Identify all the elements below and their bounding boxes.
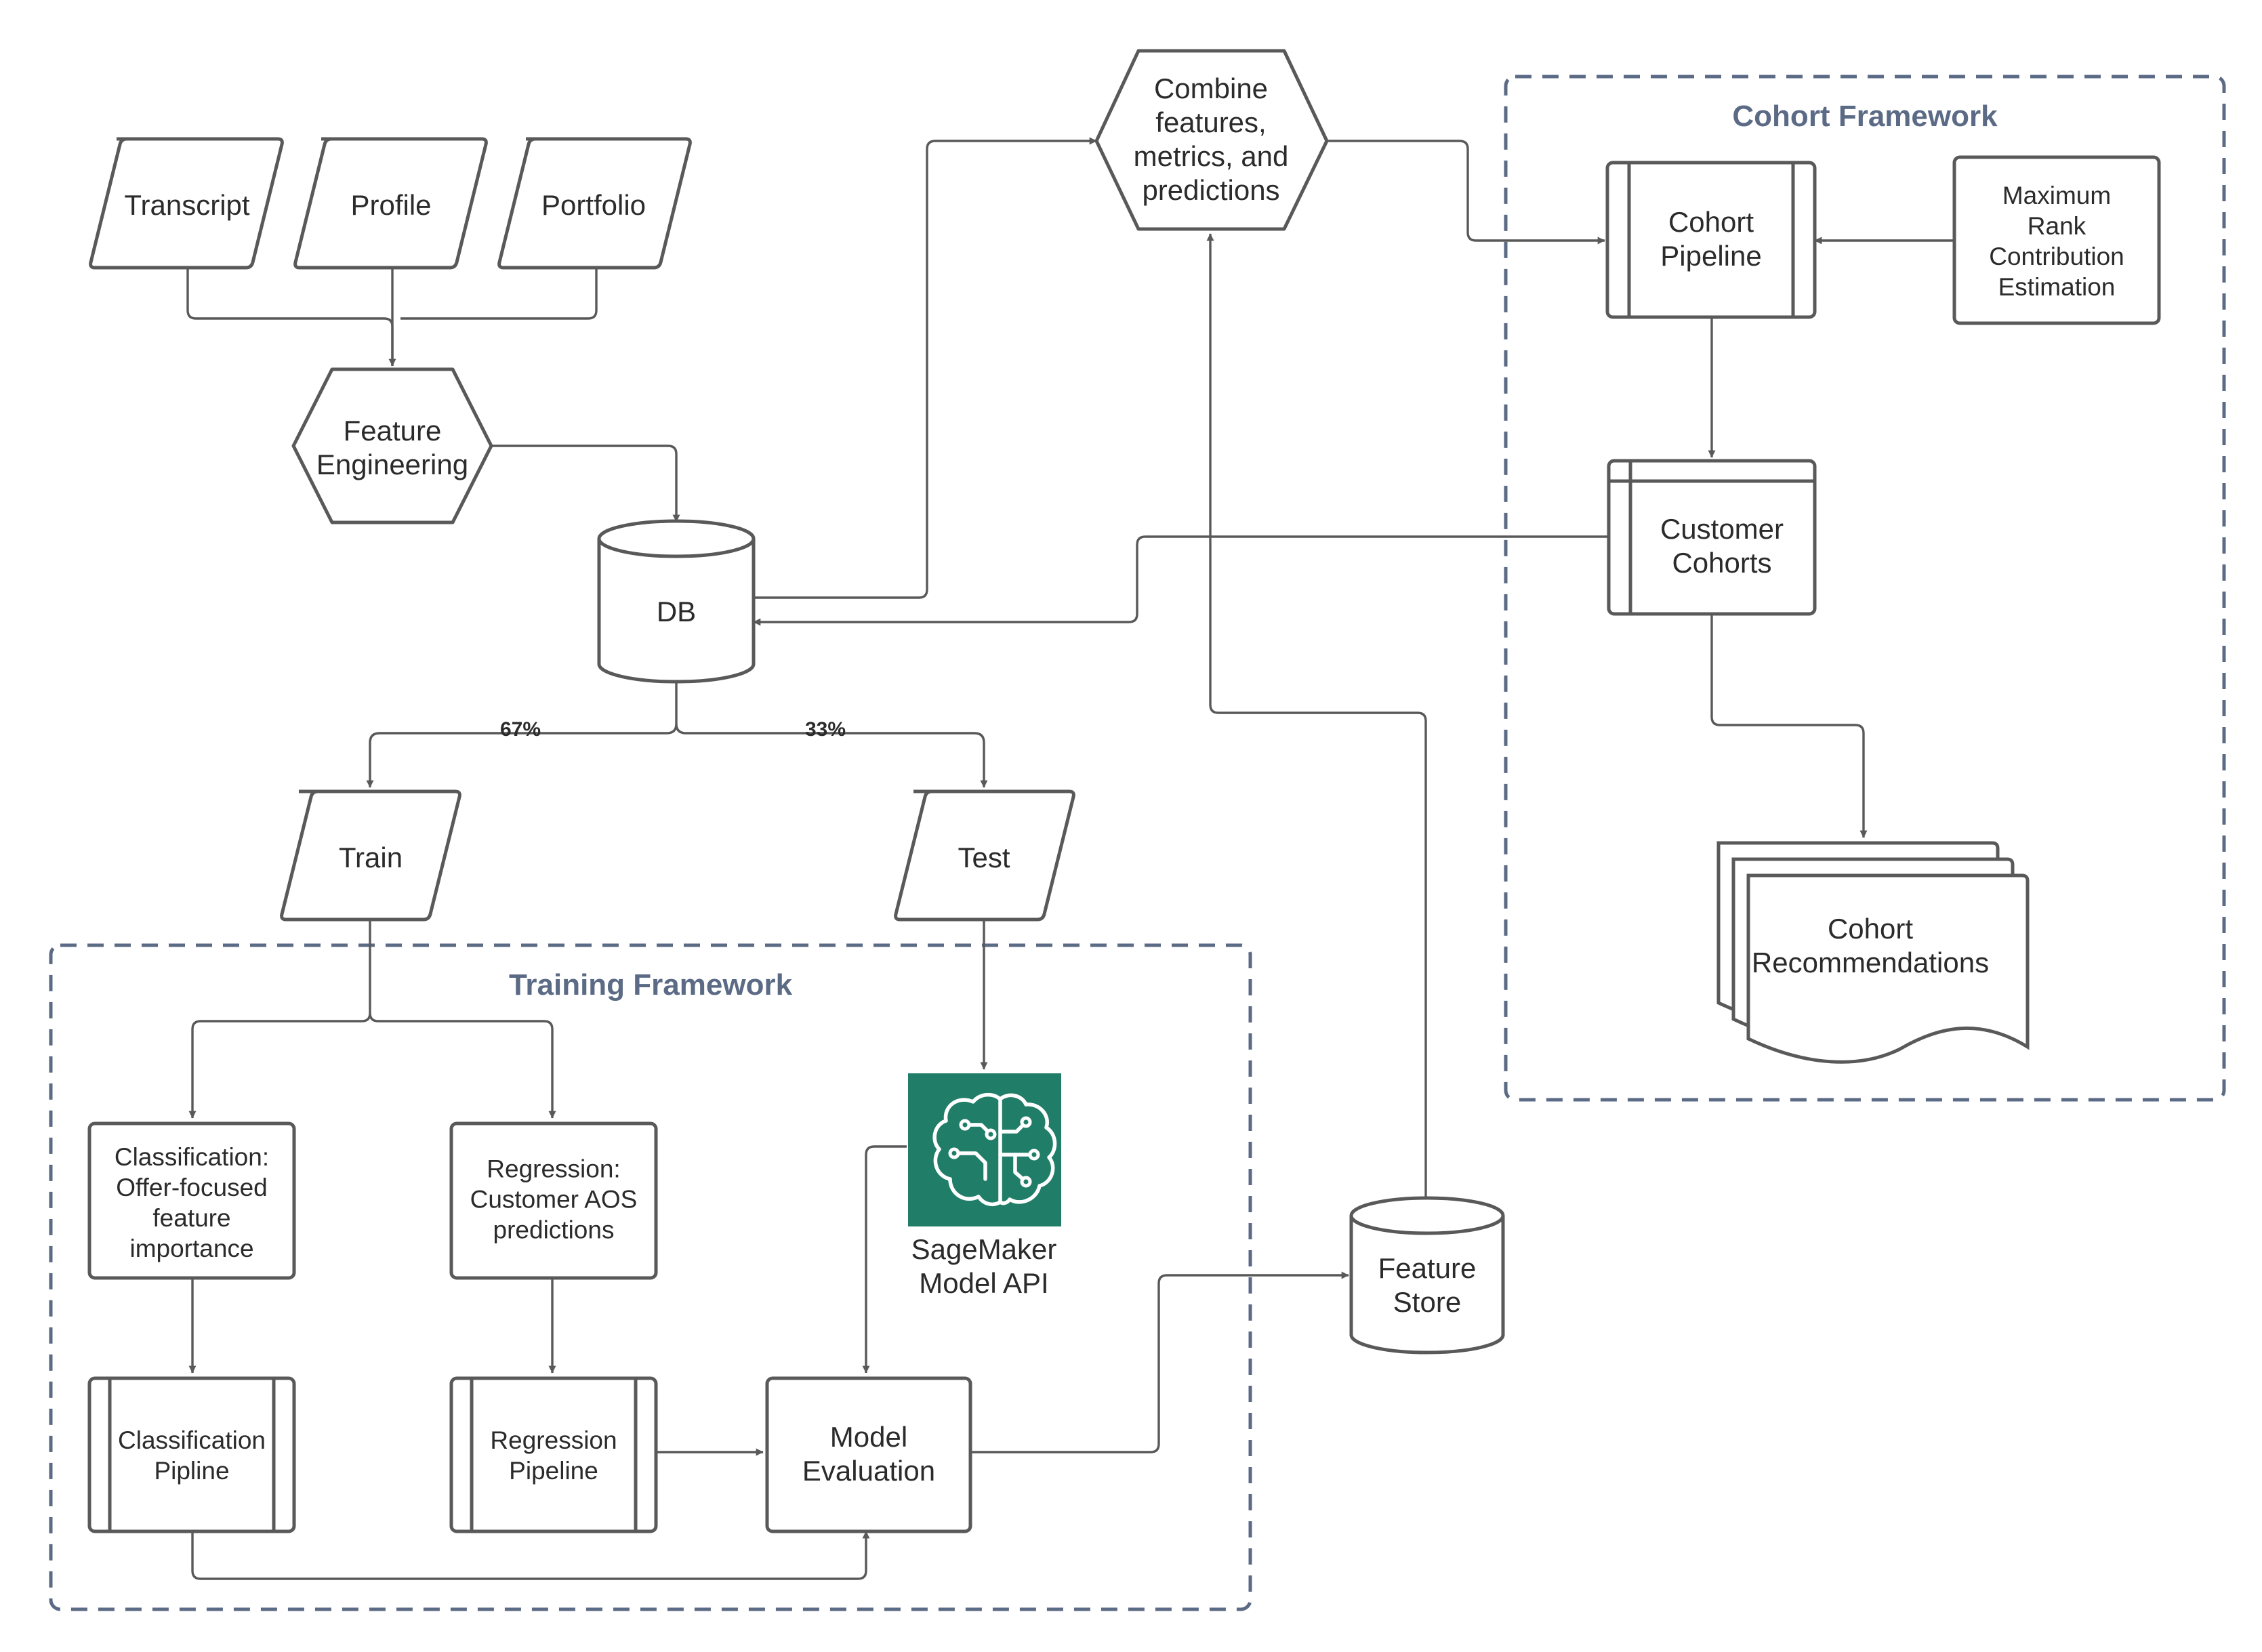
- regression-label: Regression: Customer AOS predictions: [470, 1155, 638, 1243]
- training-framework-frame: [49, 943, 1252, 1611]
- combine-label-line: Combine: [1154, 73, 1268, 104]
- edge-label-33: 33%: [805, 718, 846, 741]
- edge-feature-store-to-combine: [1206, 233, 1427, 1198]
- feature-store-label-line: Feature: [1378, 1252, 1477, 1284]
- max-rank-label-line: Contribution: [1989, 243, 2124, 270]
- test-label: Test: [958, 842, 1010, 873]
- cohort-framework-title: Cohort Framework: [1732, 100, 1998, 133]
- sagemaker-label-line: Model API: [919, 1267, 1048, 1299]
- cohort-recommendations-label-line: Recommendations: [1752, 947, 1989, 978]
- regression-label-line: Customer AOS: [470, 1185, 638, 1213]
- edge-db-to-test: [675, 723, 988, 788]
- profile-node[interactable]: Profile: [293, 137, 488, 270]
- sagemaker-label-line: SageMaker: [911, 1233, 1057, 1265]
- test-node[interactable]: Test: [894, 789, 1075, 922]
- db-node[interactable]: DB: [597, 519, 756, 684]
- edges: [186, 137, 1953, 1580]
- regression-node[interactable]: Regression: Customer AOS predictions: [449, 1121, 658, 1280]
- profile-label: Profile: [350, 189, 431, 221]
- classification-pipeline-label-line: Classification: [118, 1426, 266, 1454]
- classification-label-line: Offer-focused: [116, 1174, 267, 1201]
- classification-label-line: feature: [152, 1204, 230, 1232]
- portfolio-label: Portfolio: [541, 189, 646, 221]
- classification-label-line: Classification:: [115, 1143, 269, 1171]
- db-label: DB: [657, 596, 696, 627]
- edge-sagemaker-to-evaluation: [862, 1145, 907, 1374]
- profile-label-line: Profile: [350, 189, 431, 221]
- cohort-pipeline-label-line: Pipeline: [1660, 240, 1761, 272]
- edge-evaluation-to-feature-store: [969, 1271, 1349, 1453]
- transcript-label: Transcript: [124, 189, 249, 221]
- edge-portfolio-to-fe: [400, 268, 598, 320]
- test-label-line: Test: [958, 842, 1010, 873]
- sagemaker-brain-glyph: [932, 1092, 1057, 1207]
- combine-label-line: features,: [1155, 106, 1266, 138]
- classification-pipeline-label-line: Pipline: [154, 1457, 229, 1485]
- edge-train-to-classification: [188, 1012, 371, 1119]
- feature-engineering-label-line: Feature: [344, 415, 442, 447]
- model-evaluation-label-line: Model: [830, 1421, 907, 1453]
- train-node[interactable]: Train: [280, 789, 461, 922]
- cohort-recommendations-label-line: Cohort: [1828, 913, 1913, 945]
- customer-cohorts-label-line: Customer: [1660, 513, 1784, 545]
- classification-label-line: importance: [129, 1235, 253, 1262]
- max-rank-label-line: Estimation: [1998, 273, 2116, 301]
- classification-node[interactable]: Classification: Offer-focused feature impor…: [87, 1121, 296, 1280]
- edge-combine-to-cohort-pipeline: [1327, 140, 1605, 245]
- edge-fe-to-db: [491, 445, 680, 522]
- regression-pipeline-label-line: Pipeline: [509, 1457, 598, 1485]
- model-evaluation-label-line: Evaluation: [802, 1455, 935, 1487]
- training-framework-title: Training Framework: [509, 968, 793, 1001]
- feature-engineering-label-line: Engineering: [316, 449, 468, 480]
- portfolio-label-line: Portfolio: [541, 189, 646, 221]
- edge-customer-cohorts-to-recommendations: [1710, 613, 1868, 838]
- edge-transcript-to-fe: [186, 268, 394, 366]
- regression-pipeline-label-line: Regression: [490, 1426, 617, 1454]
- train-label: Train: [339, 842, 403, 873]
- feature-store-label-line: Store: [1393, 1286, 1461, 1318]
- portfolio-node[interactable]: Portfolio: [497, 137, 692, 270]
- transcript-label-line: Transcript: [124, 189, 249, 221]
- db-label-line: DB: [657, 596, 696, 627]
- train-label-line: Train: [339, 842, 403, 873]
- edge-db-to-combine: [754, 137, 1097, 599]
- regression-label-line: Regression:: [487, 1155, 620, 1182]
- classification-label: Classification: Offer-focused feature impor…: [115, 1143, 269, 1262]
- max-rank-label-line: Maximum: [2002, 182, 2111, 209]
- edge-classification-pipeline-to-evaluation: [191, 1527, 870, 1580]
- combine-label-line: predictions: [1142, 174, 1279, 206]
- transcript-node[interactable]: Transcript: [89, 137, 284, 270]
- edge-customer-cohorts-to-db: [753, 535, 1607, 626]
- edge-train-to-regression: [369, 1012, 556, 1119]
- cohort-pipeline-label-line: Cohort: [1668, 206, 1754, 238]
- max-rank-label-line: Rank: [2028, 212, 2086, 240]
- regression-label-line: predictions: [493, 1216, 615, 1243]
- edge-label-67: 67%: [500, 718, 541, 741]
- customer-cohorts-label-line: Cohorts: [1672, 547, 1771, 579]
- combine-label-line: metrics, and: [1134, 140, 1289, 172]
